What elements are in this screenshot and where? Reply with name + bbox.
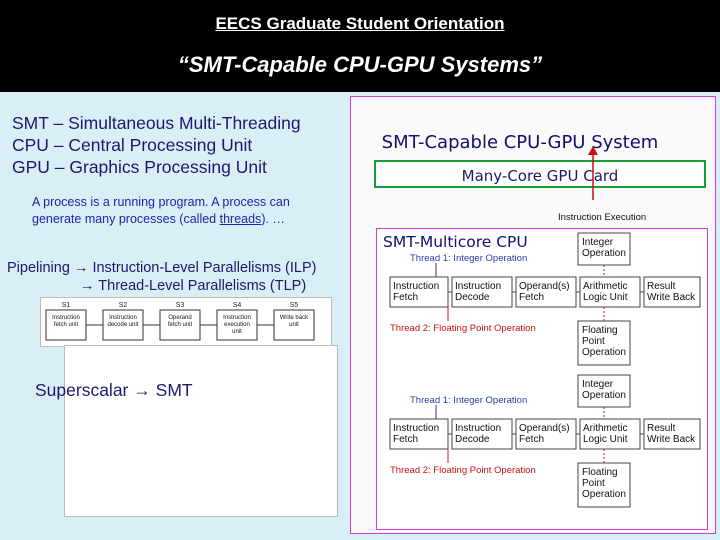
pipeline-stage-text: Instruction [455, 281, 501, 292]
integer-op-text: Integer [582, 379, 614, 390]
pipeline-stage-text: Arithmetic [583, 423, 627, 434]
pipelining-ilp: Pipelining → Instruction-Level Paralleli… [7, 260, 316, 276]
integer-op-text: Integer [582, 237, 614, 248]
stage-label: S2 [119, 302, 128, 309]
float-op-text: Floating [582, 467, 618, 478]
pipeline-stage-text: Instruction [455, 423, 501, 434]
pipeline-stage-text: Result [647, 281, 676, 292]
definition-cpu: CPU – Central Processing Unit [12, 135, 253, 155]
process-note-end: ). … [261, 212, 285, 226]
stage-unit-text: decode unit [107, 322, 138, 328]
slide-title: “SMT-Capable CPU-GPU Systems” [177, 52, 543, 77]
pipeline-stage-box [451, 276, 513, 308]
smt-system-title: SMT-Capable CPU-GPU System [381, 132, 659, 153]
stage-label: S1 [62, 302, 71, 309]
slide-heading: EECS Graduate Student Orientation [215, 14, 505, 33]
definitions-list: SMT – Simultaneous Multi-Threading CPU –… [12, 112, 301, 178]
float-op-text: Point [582, 478, 605, 489]
stage-box [159, 309, 201, 341]
pipeline-stage-text: Result [647, 423, 676, 434]
float-op-box [577, 462, 631, 508]
pipeline-stage-text: Write Back [647, 292, 696, 303]
pipeline-stage-box [643, 276, 701, 308]
pipelining-label: Pipelining [7, 260, 70, 276]
pipeline-stage-text: Operand(s) [519, 281, 570, 292]
stage-label: S3 [176, 302, 185, 309]
pipeline-stage-box [389, 276, 449, 308]
pipelining-tlp: → Thread-Level Parallelisms (TLP) [80, 278, 306, 294]
pipeline-stage-box [515, 276, 577, 308]
float-op-text: Operation [582, 489, 626, 500]
pipeline-stage-text: Arithmetic [583, 281, 627, 292]
pipeline-stage-box [579, 418, 641, 450]
process-note: A process is a running program. A proces… [32, 194, 332, 228]
pipeline-stage-box [643, 418, 701, 450]
superscalar-label: Superscalar [35, 380, 129, 400]
float-op-text: Floating [582, 325, 618, 336]
pipeline-stage-box [579, 276, 641, 308]
pipeline-stage-text: Fetch [393, 434, 418, 445]
pipeline-stage-text: Decode [455, 292, 490, 303]
thread2-label: Thread 2: Floating Point Operation [390, 323, 536, 334]
title-bar: EECS Graduate Student Orientation “SMT-C… [0, 0, 720, 92]
arrow-head-icon [588, 146, 598, 155]
pipeline-stage-text: Instruction [393, 281, 439, 292]
stage-unit-text: execution [224, 322, 250, 328]
superscalar-figure [64, 345, 338, 517]
thread1-label: Thread 1: Integer Operation [410, 395, 527, 406]
stage-unit-text: Instruction [109, 315, 137, 321]
arrow-icon: → [73, 260, 89, 276]
stage-unit-text: fetch unit [168, 322, 193, 328]
integer-op-text: Operation [582, 248, 626, 259]
integer-op-box [577, 232, 631, 266]
thread1-label: Thread 1: Integer Operation [410, 253, 527, 264]
float-op-box [577, 320, 631, 366]
stage-box [273, 309, 315, 341]
stage-unit-text: Write back [280, 315, 309, 321]
process-note-text: A process is a running program. A proces… [32, 195, 290, 226]
integer-op-box [577, 374, 631, 408]
stage-label: S4 [233, 302, 242, 309]
pipeline-stage-text: Fetch [519, 434, 544, 445]
multicore-cpu-label: SMT-Multicore CPU [383, 233, 528, 251]
stage-unit-text: unit [232, 329, 242, 335]
integer-op-text: Operation [582, 390, 626, 401]
stage-box [216, 309, 258, 341]
float-op-text: Operation [582, 347, 626, 358]
stage-unit-text: Operand [168, 315, 191, 321]
smt-label: SMT [155, 380, 193, 400]
thread2-label: Thread 2: Floating Point Operation [390, 465, 536, 476]
float-op-text: Point [582, 336, 605, 347]
superscalar-smt: Superscalar → SMT [35, 380, 193, 401]
instruction-execution-label: Instruction Execution [558, 212, 647, 223]
tlp-label: Thread-Level Parallelisms (TLP) [98, 278, 307, 294]
ilp-label: Instruction-Level Parallelisms (ILP) [92, 260, 317, 276]
stage-unit-text: unit [289, 322, 299, 328]
stage-unit-text: Instruction [52, 315, 80, 321]
pipeline-stage-box [515, 418, 577, 450]
stage-unit-text: fetch unit [54, 322, 79, 328]
pipeline-stage-text: Write Back [647, 434, 696, 445]
pipeline-stage-text: Logic Unit [583, 292, 628, 303]
pipeline-stage-text: Instruction [393, 423, 439, 434]
threads-term: threads [219, 212, 262, 226]
definition-gpu: GPU – Graphics Processing Unit [12, 157, 267, 177]
arrow-icon: → [133, 380, 151, 400]
definition-smt: SMT – Simultaneous Multi-Threading [12, 113, 301, 133]
pipeline-stage-text: Operand(s) [519, 423, 570, 434]
stage-label: S5 [290, 302, 299, 309]
stage-box [102, 309, 144, 341]
gpu-card: Many-Core GPU Card [374, 160, 706, 188]
pipeline-stage-text: Logic Unit [583, 434, 628, 445]
stage-unit-text: Instruction [223, 315, 251, 321]
pipeline-stage-text: Fetch [519, 292, 544, 303]
pipeline-stage-text: Fetch [393, 292, 418, 303]
pipeline-stage-text: Decode [455, 434, 490, 445]
arrow-icon: → [80, 278, 95, 294]
